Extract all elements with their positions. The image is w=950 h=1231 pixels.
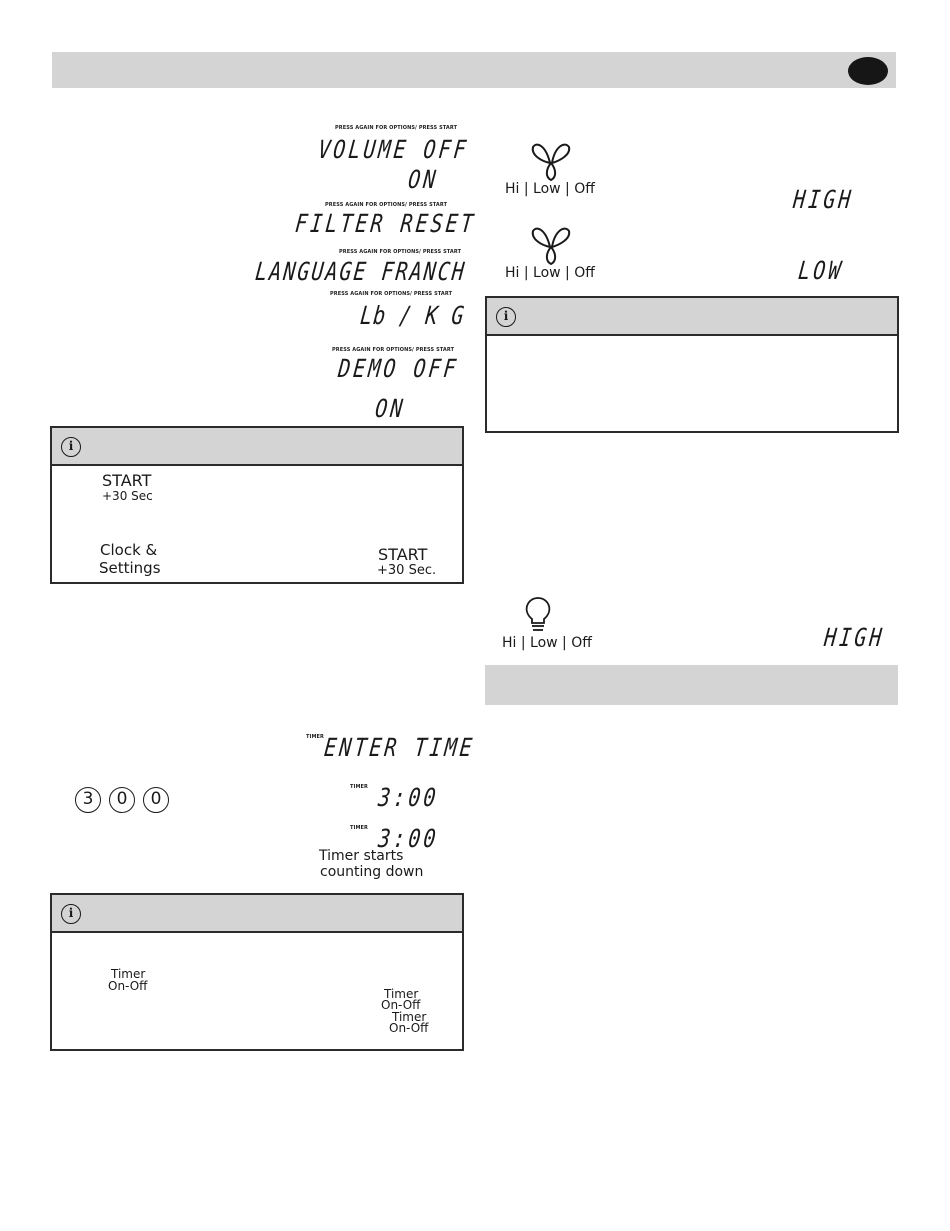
start-button-sub: +30 Sec <box>102 489 153 503</box>
timer-button-label-3b: On-Off <box>389 1021 429 1035</box>
light-high-display: HIGH <box>822 622 887 652</box>
note-box-timer: i Timer On-Off Timer On-Off Timer On-Off <box>50 893 464 1051</box>
fan-icon <box>531 143 571 181</box>
timer-tag-3: TIMER <box>350 825 369 831</box>
volume-hint: PRESS AGAIN FOR OPTIONS/ PRESS START <box>335 125 458 131</box>
enter-time-display: ENTER TIME <box>322 732 477 762</box>
start-button-label-2: START <box>378 545 428 564</box>
info-icon: i <box>61 437 81 457</box>
filter-hint: PRESS AGAIN FOR OPTIONS/ PRESS START <box>325 202 448 208</box>
page-tab-marker <box>848 57 888 85</box>
digit-key-0: 0 <box>109 787 135 813</box>
fan-speed-label-1: Hi | Low | Off <box>505 181 595 197</box>
demo-hint: PRESS AGAIN FOR OPTIONS/ PRESS START <box>332 347 455 353</box>
volume-display: VOLUME OFF <box>316 134 471 164</box>
fan-icon <box>531 227 571 265</box>
timer-time-display-1: 3:00 <box>376 782 441 812</box>
fan-high-display: HIGH <box>791 184 856 214</box>
timer-tag-2: TIMER <box>350 784 369 790</box>
light-bulb-icon <box>525 597 551 631</box>
page-header-bar <box>52 52 896 88</box>
timer-button-label-2b: On-Off <box>381 998 421 1012</box>
start-button-sub-2: +30 Sec. <box>377 563 437 578</box>
section-header-bar <box>485 665 898 705</box>
demo-display: DEMO OFF <box>336 353 461 383</box>
note-box-clock: i START +30 Sec Clock & Settings START +… <box>50 426 464 584</box>
language-hint: PRESS AGAIN FOR OPTIONS/ PRESS START <box>339 249 462 255</box>
info-icon: i <box>61 904 81 924</box>
note-header: i <box>487 298 897 336</box>
volume-on-display: ON <box>406 164 441 194</box>
timer-button-label-2a: Timer <box>384 987 419 1001</box>
clock-settings-label-1: Clock & <box>100 541 158 559</box>
light-level-label: Hi | Low | Off <box>502 635 592 651</box>
demo-on-display: ON <box>373 393 408 423</box>
digit-key-0b: 0 <box>143 787 169 813</box>
note-header: i <box>52 428 462 466</box>
timer-button-label-1b: On-Off <box>108 979 148 993</box>
timer-button-label-1a: Timer <box>111 967 146 981</box>
timer-button-label-3a: Timer <box>392 1010 427 1024</box>
timer-starts-line2: counting down <box>320 864 424 880</box>
weight-display: Lb / K G <box>358 300 467 330</box>
fan-low-display: LOW <box>796 255 846 285</box>
digit-key-3: 3 <box>75 787 101 813</box>
timer-tag-1: TIMER <box>306 734 325 740</box>
info-icon: i <box>496 307 516 327</box>
filter-display: FILTER RESET <box>293 208 478 238</box>
note-header: i <box>52 895 462 933</box>
language-display: LANGUAGE FRANCH <box>253 256 468 286</box>
start-button-label: START <box>102 471 152 490</box>
fan-speed-label-2: Hi | Low | Off <box>505 265 595 281</box>
note-box-fan: i <box>485 296 899 433</box>
timer-starts-line1: Timer starts <box>319 848 404 864</box>
clock-settings-label-2: Settings <box>99 559 161 577</box>
weight-hint: PRESS AGAIN FOR OPTIONS/ PRESS START <box>330 291 453 297</box>
